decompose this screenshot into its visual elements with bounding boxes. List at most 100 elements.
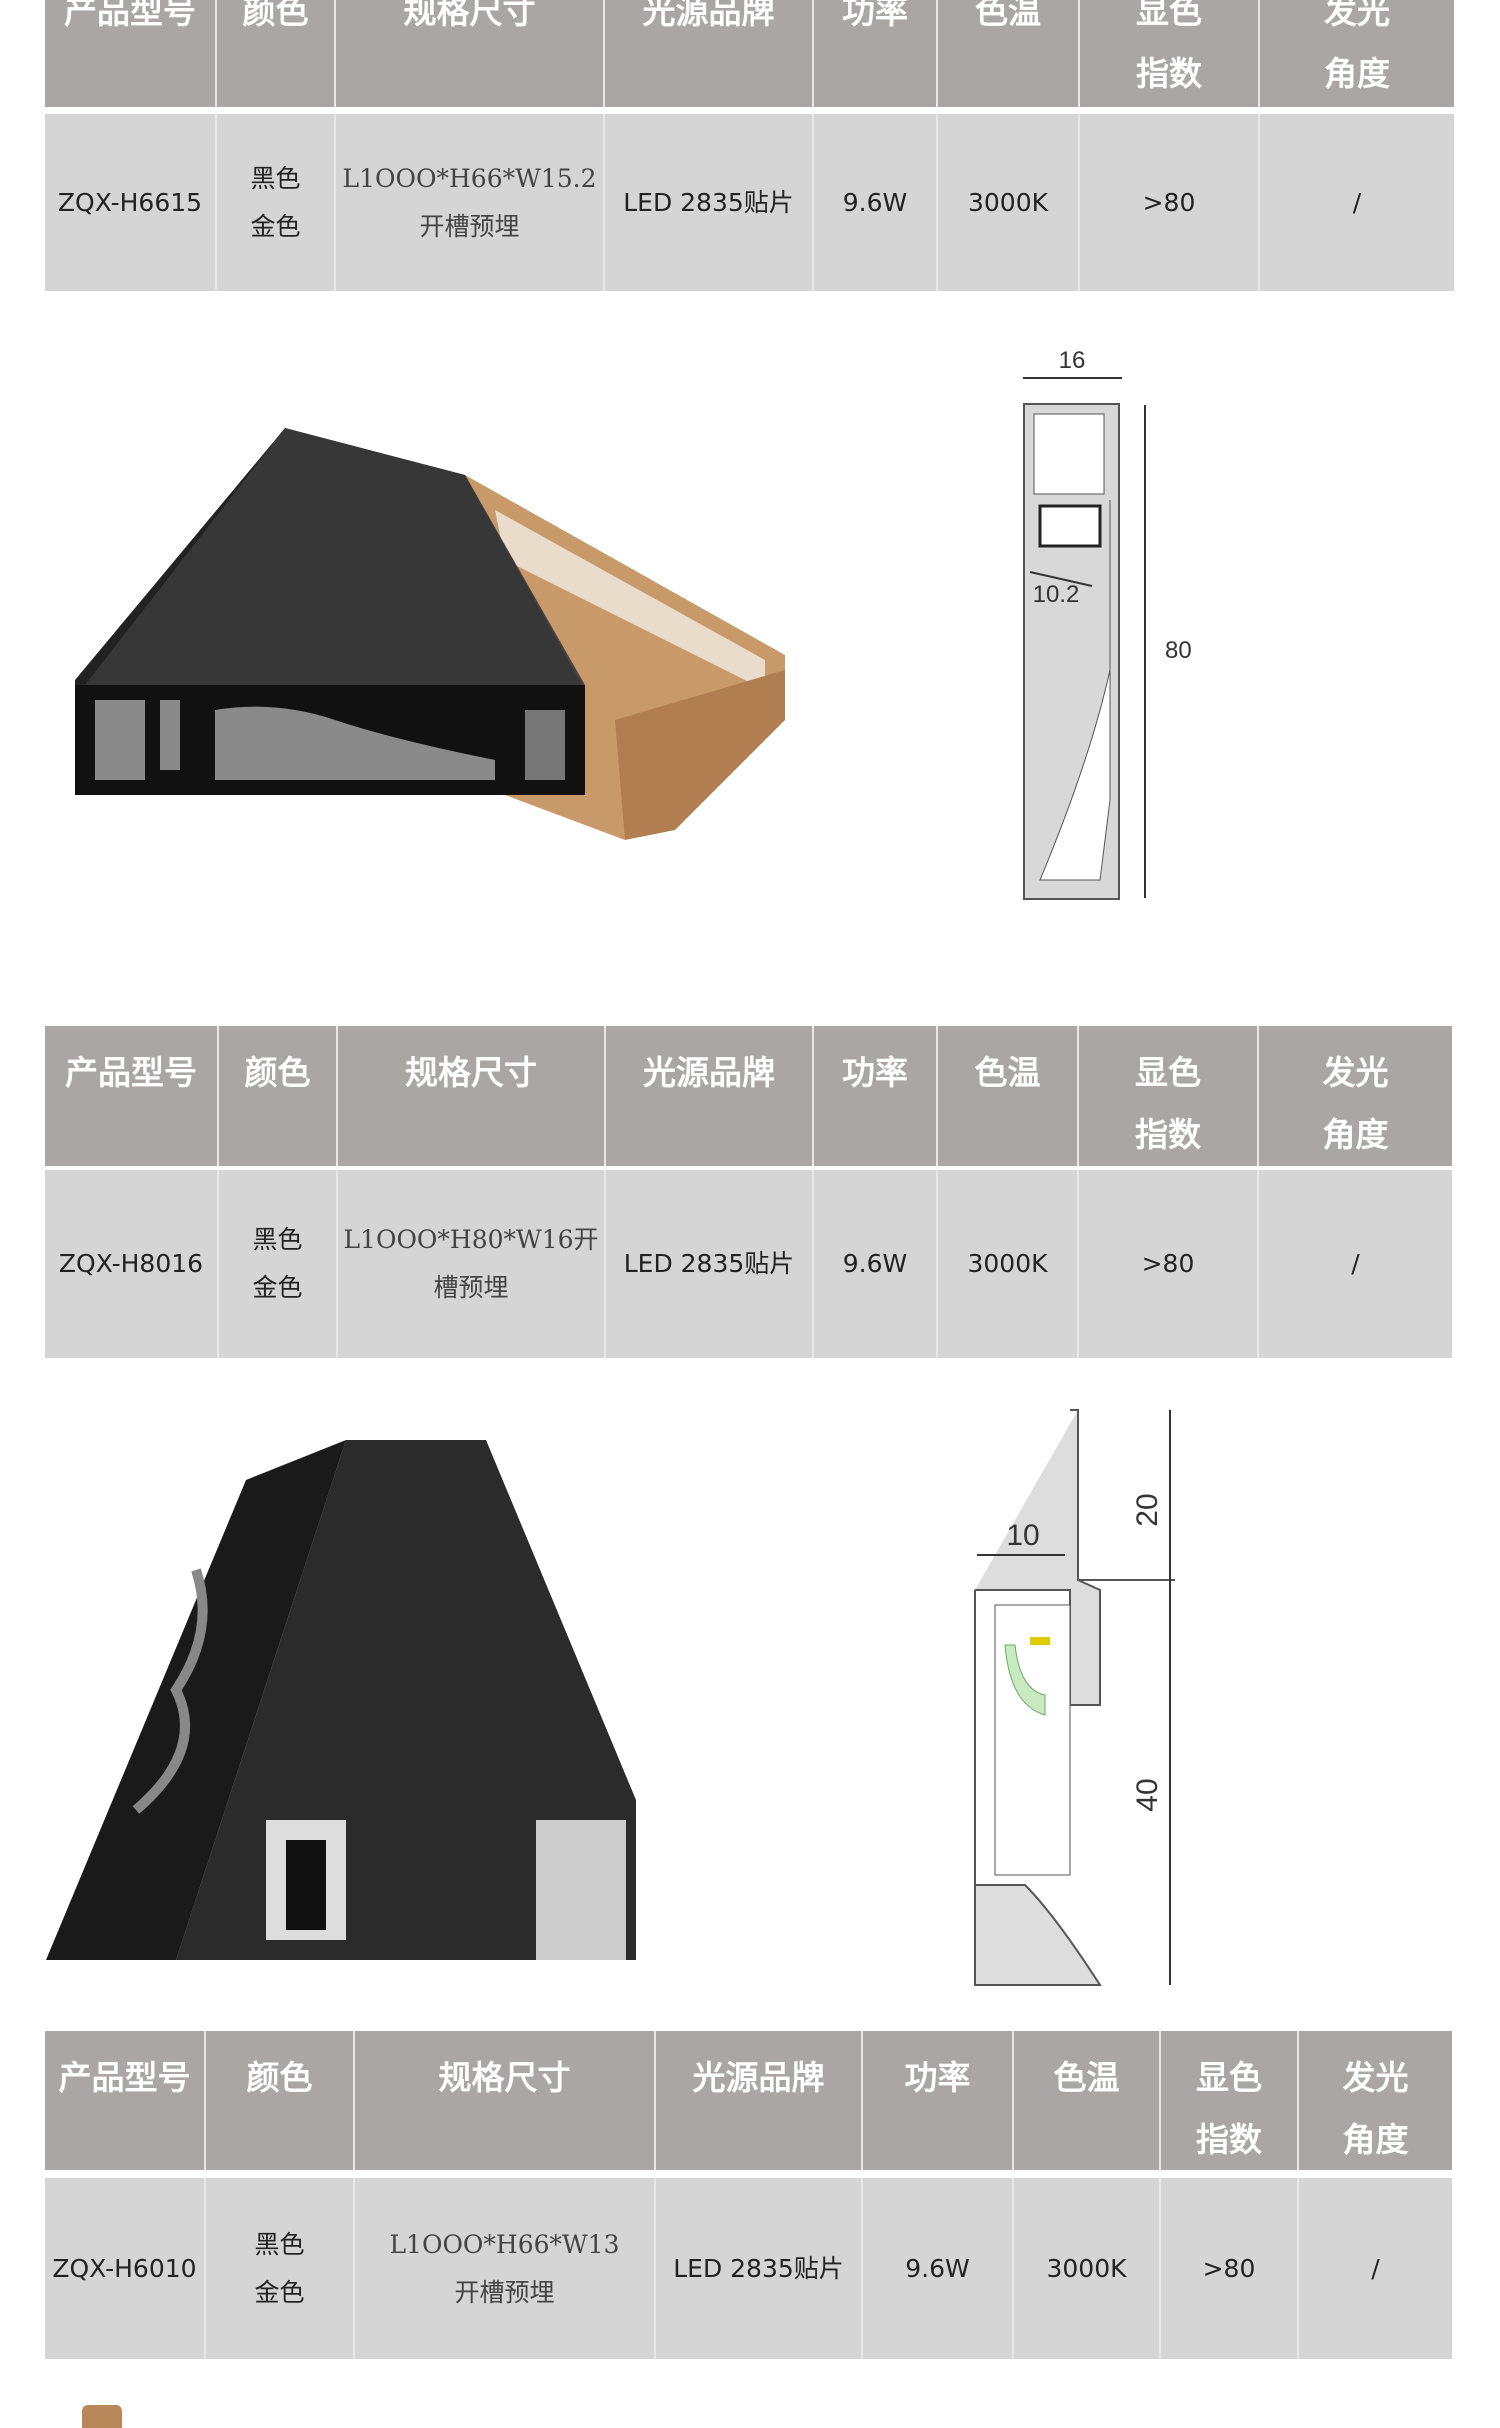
header-text: 产品型号 bbox=[65, 1053, 197, 1092]
header-color: 颜色 bbox=[219, 1026, 338, 1166]
cell-text: / bbox=[1352, 187, 1362, 217]
cell-cri: >80 bbox=[1161, 2178, 1299, 2359]
cell-color: 黑色金色 bbox=[217, 114, 336, 291]
header-text: 功率 bbox=[842, 1053, 908, 1092]
cell-spec: L1OOO*H66*W13 开槽预埋 bbox=[355, 2178, 656, 2359]
cell-color-temp: 3000K bbox=[938, 1170, 1079, 1358]
cell-text: ZQX-H6615 bbox=[57, 187, 203, 217]
cell-color-temp: 3000K bbox=[1014, 2178, 1161, 2359]
header-color: 颜色 bbox=[217, 0, 336, 107]
table-row: ZQX-H6010 黑色金色 L1OOO*H66*W13 开槽预埋 LED 2835贴片… bbox=[45, 2178, 1452, 2359]
product-photo-h6615 bbox=[75, 428, 785, 840]
header-text: 功率 bbox=[904, 2058, 971, 2097]
header-text: 规格尺寸 bbox=[405, 1053, 537, 1092]
cell-text: 黑色 bbox=[252, 1225, 303, 1254]
header-light-source: 光源品牌 bbox=[606, 1026, 814, 1166]
cell-text: 9.6W bbox=[842, 187, 908, 217]
cell-text: >80 bbox=[1202, 2253, 1256, 2283]
cell-text: 9.6W bbox=[905, 2253, 970, 2283]
header-text: 光源品牌 bbox=[643, 1053, 775, 1092]
cell-text: L1OOO*H80*W16开 bbox=[343, 1225, 599, 1254]
header-text: 颜色 bbox=[244, 1053, 311, 1092]
header-text: 色温 bbox=[975, 0, 1041, 31]
cell-power: 9.6W bbox=[863, 2178, 1014, 2359]
header-text: 色温 bbox=[1053, 2058, 1120, 2097]
header-text: 光源品牌 bbox=[692, 2058, 825, 2097]
cell-color-temp: 3000K bbox=[938, 114, 1080, 291]
header-text: 产品型号 bbox=[64, 0, 196, 31]
dimension-lower: 40 bbox=[1131, 1778, 1164, 1811]
dimension-inner: 10.2 bbox=[1033, 581, 1080, 608]
header-text: 角度 bbox=[1342, 2120, 1409, 2159]
next-product-photo-partial bbox=[82, 2405, 122, 2428]
cell-text: 金色 bbox=[252, 1273, 303, 1302]
header-cri: 显色指数 bbox=[1079, 1026, 1259, 1166]
cell-text: 金色 bbox=[254, 2277, 305, 2307]
cell-text: 黑色 bbox=[254, 2229, 305, 2259]
cell-text: >80 bbox=[1142, 187, 1196, 217]
cell-text: 槽预埋 bbox=[433, 1273, 509, 1302]
header-color-temp: 色温 bbox=[938, 1026, 1079, 1166]
header-text: 颜色 bbox=[242, 0, 309, 31]
cell-model: ZQX-H6615 bbox=[45, 114, 217, 291]
header-light-source: 光源品牌 bbox=[605, 0, 814, 107]
header-text: 指数 bbox=[1135, 1115, 1201, 1154]
header-text: 色温 bbox=[974, 1053, 1041, 1092]
header-text: 显色 bbox=[1135, 1053, 1201, 1092]
cell-beam-angle: / bbox=[1260, 114, 1454, 291]
cell-text: L1OOO*H66*W13 bbox=[389, 2229, 620, 2259]
header-text: 规格尺寸 bbox=[438, 2058, 571, 2097]
header-text: 角度 bbox=[1324, 54, 1390, 93]
cross-section-drawing-h6615: 16 10.2 80 bbox=[1023, 347, 1192, 900]
header-text: 显色 bbox=[1136, 0, 1202, 31]
cell-light-source: LED 2835贴片 bbox=[605, 114, 814, 291]
header-text: 指数 bbox=[1196, 2120, 1262, 2159]
table-header: 产品型号颜色规格尺寸光源品牌功率色温显色指数发光角度 bbox=[45, 2031, 1452, 2170]
cell-text: 黑色 bbox=[250, 163, 301, 193]
header-beam-angle: 发光角度 bbox=[1259, 1026, 1452, 1166]
cell-text: / bbox=[1371, 2253, 1380, 2283]
cell-light-source: LED 2835贴片 bbox=[606, 1170, 814, 1358]
cell-text: >80 bbox=[1141, 1249, 1195, 1278]
dimension-width: 10 bbox=[1006, 1519, 1039, 1552]
header-text: 功率 bbox=[842, 0, 908, 31]
cell-spec: L1OOO*H80*W16开槽预埋 bbox=[338, 1170, 606, 1358]
cell-text: 金色 bbox=[250, 211, 301, 241]
cell-text: 9.6W bbox=[842, 1249, 908, 1278]
header-text: 颜色 bbox=[246, 2058, 313, 2097]
header-power: 功率 bbox=[814, 0, 938, 107]
header-spec: 规格尺寸 bbox=[338, 1026, 606, 1166]
header-beam-angle: 发光角度 bbox=[1260, 0, 1454, 107]
cell-text: LED 2835贴片 bbox=[623, 1249, 795, 1278]
cell-cri: >80 bbox=[1079, 1170, 1259, 1358]
header-light-source: 光源品牌 bbox=[656, 2031, 863, 2170]
header-model: 产品型号 bbox=[45, 0, 217, 107]
cell-text: 3000K bbox=[967, 1249, 1048, 1278]
cell-color: 黑色金色 bbox=[219, 1170, 338, 1358]
cell-model: ZQX-H6010 bbox=[45, 2178, 206, 2359]
product-photo-h8016 bbox=[46, 1440, 636, 1960]
header-text: 规格尺寸 bbox=[403, 0, 536, 31]
cell-cri: >80 bbox=[1080, 114, 1260, 291]
header-color-temp: 色温 bbox=[1014, 2031, 1161, 2170]
cell-model: ZQX-H8016 bbox=[45, 1170, 219, 1358]
cell-text: ZQX-H6010 bbox=[52, 2253, 197, 2283]
header-power: 功率 bbox=[814, 1026, 938, 1166]
cell-text: L1OOO*H66*W15.2 bbox=[342, 163, 597, 193]
header-power: 功率 bbox=[863, 2031, 1014, 2170]
cell-light-source: LED 2835贴片 bbox=[656, 2178, 863, 2359]
cell-text: 开槽预埋 bbox=[454, 2277, 555, 2307]
cell-text: ZQX-H8016 bbox=[58, 1249, 204, 1278]
dimension-height: 80 bbox=[1165, 637, 1192, 664]
header-text: 角度 bbox=[1322, 1115, 1389, 1154]
cell-power: 9.6W bbox=[814, 1170, 938, 1358]
header-cri: 显色指数 bbox=[1080, 0, 1260, 107]
cell-text: LED 2835贴片 bbox=[623, 187, 794, 217]
cell-beam-angle: / bbox=[1259, 1170, 1452, 1358]
header-text: 产品型号 bbox=[58, 2058, 191, 2097]
header-spec: 规格尺寸 bbox=[336, 0, 605, 107]
cell-beam-angle: / bbox=[1299, 2178, 1452, 2359]
